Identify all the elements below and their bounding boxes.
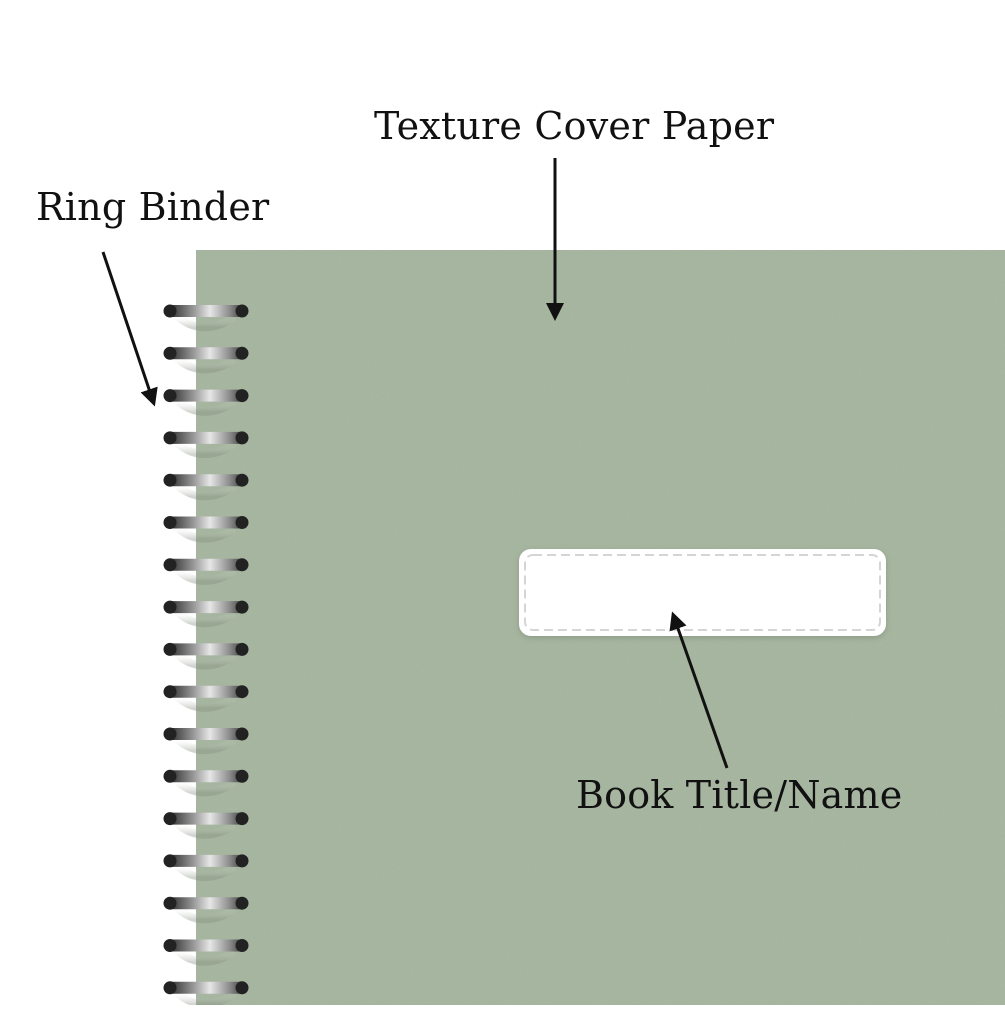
binder-ring-end-right: [235, 473, 249, 487]
binder-ring-end-left: [163, 642, 177, 656]
binder-ring-end-right: [235, 389, 249, 403]
binder-ring: [163, 854, 249, 881]
binder-ring-coil: [166, 728, 246, 740]
binder-ring-shadow: [172, 903, 236, 924]
binder-ring: [163, 642, 249, 670]
binder-ring-end-left: [163, 812, 177, 826]
book-title-label-plate: [519, 549, 886, 636]
binder-ring-shadow: [172, 395, 236, 416]
binder-ring-end-right: [235, 896, 249, 910]
binder-ring-end-left: [163, 473, 177, 487]
binder-ring-end-left: [163, 769, 177, 783]
binder-ring-shadow: [172, 353, 236, 374]
binder-ring-coil: [166, 770, 246, 783]
binder-ring-shadow: [172, 818, 236, 839]
binder-ring: [163, 473, 249, 501]
binder-ring-end-right: [235, 685, 249, 699]
book-title-label-stitch: [524, 554, 881, 631]
binder-ring-end-left: [163, 346, 177, 360]
binder-ring-coil: [166, 305, 246, 317]
binder-ring-end-left: [163, 558, 177, 572]
binder-ring: [163, 981, 249, 1008]
binder-ring-coil: [166, 474, 246, 487]
binder-ring: [163, 896, 249, 924]
binder-ring-end-right: [235, 727, 249, 741]
binder-ring-coil: [166, 643, 246, 656]
binder-ring: [163, 516, 249, 543]
binder-ring-shadow: [172, 564, 236, 585]
ring-binder-label: Ring Binder: [36, 185, 270, 229]
binder-ring-end-right: [235, 558, 249, 572]
binder-ring-coil: [166, 516, 246, 529]
binder-ring: [163, 600, 249, 628]
ring-binder-arrow: [101, 251, 158, 407]
binder-ring-end-left: [163, 600, 177, 614]
binder-ring: [163, 304, 249, 332]
binder-ring-coil: [166, 685, 246, 698]
binder-ring-end-left: [163, 516, 177, 529]
binder-ring: [163, 727, 249, 755]
binder-ring-shadow: [172, 691, 236, 712]
binder-ring-coil: [166, 897, 246, 910]
binder-ring-end-right: [235, 516, 249, 529]
binder-ring-coil: [166, 347, 246, 360]
binder-ring: [163, 558, 249, 585]
binder-ring: [163, 812, 249, 839]
ring-binder: [163, 304, 249, 1008]
binder-ring-end-right: [235, 600, 249, 614]
binder-ring-end-left: [163, 431, 177, 445]
binder-ring-end-left: [163, 896, 177, 910]
binder-ring-end-left: [163, 304, 177, 318]
texture-cover-paper-label: Texture Cover Paper: [374, 104, 775, 148]
binder-ring-end-right: [235, 346, 249, 360]
binder-ring-end-right: [235, 304, 249, 318]
book-title-label: Book Title/Name: [576, 773, 903, 817]
binder-ring-shadow: [172, 776, 236, 797]
binder-ring-coil: [166, 558, 246, 571]
binder-ring: [163, 389, 249, 416]
binder-ring-coil: [166, 939, 246, 952]
binder-ring-coil: [166, 389, 246, 402]
binder-ring-shadow: [172, 480, 236, 501]
binder-ring: [163, 769, 249, 797]
binder-ring-end-right: [235, 812, 249, 826]
binder-ring-shadow: [172, 607, 236, 628]
binder-ring-end-left: [163, 389, 177, 403]
binder-ring-end-left: [163, 939, 177, 952]
binder-ring-end-right: [235, 981, 249, 995]
binder-ring-end-left: [163, 727, 177, 741]
binder-ring-coil: [166, 854, 246, 867]
binder-ring-end-right: [235, 642, 249, 656]
binder-ring-end-right: [235, 854, 249, 868]
binder-ring-end-left: [163, 854, 177, 868]
binder-ring-end-right: [235, 939, 249, 952]
binder-ring-shadow: [172, 522, 236, 543]
binder-ring-end-right: [235, 769, 249, 783]
binder-ring-end-left: [163, 685, 177, 699]
binder-ring: [163, 431, 249, 458]
binder-ring-shadow: [172, 945, 236, 966]
binder-ring-coil: [166, 601, 246, 614]
binder-ring-coil: [166, 431, 246, 444]
binder-ring-shadow: [172, 437, 236, 458]
binder-ring-end-left: [163, 981, 177, 995]
binder-ring-coil: [166, 981, 246, 994]
book-title-arrow: [669, 611, 729, 769]
binder-ring-shadow: [172, 649, 236, 670]
binder-ring-shadow: [172, 987, 236, 1008]
binder-ring-shadow: [172, 860, 236, 881]
binder-ring: [163, 685, 249, 712]
binder-ring: [163, 346, 249, 374]
binder-ring: [163, 939, 249, 966]
binder-ring-end-right: [235, 431, 249, 445]
binder-ring-coil: [166, 812, 246, 825]
binder-ring-shadow: [172, 311, 236, 332]
binder-ring-shadow: [172, 734, 236, 755]
